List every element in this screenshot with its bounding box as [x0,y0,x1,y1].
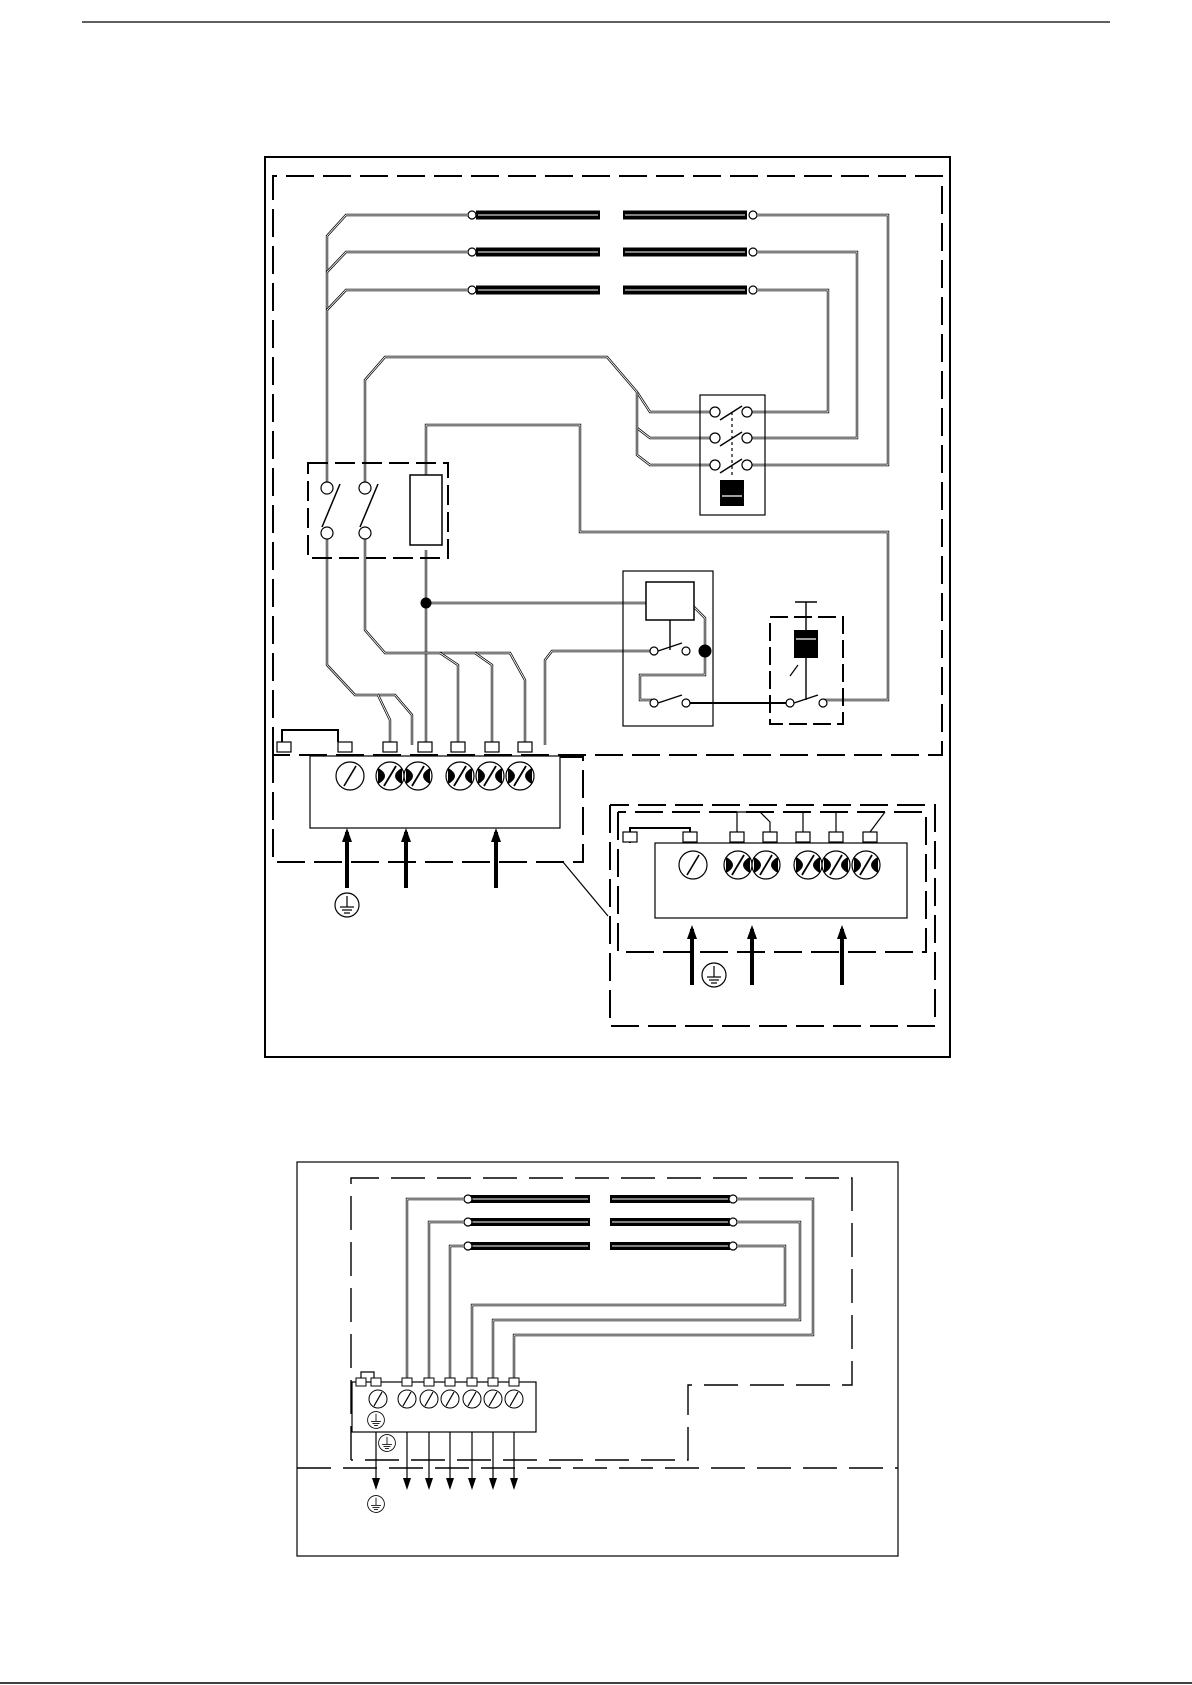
ground-symbol [368,1496,385,1513]
ground-symbol [379,1435,396,1452]
thermostat-bulb [794,630,818,658]
ground-symbol [702,963,726,987]
upper-outer-frame [265,157,950,1057]
ground-symbol [368,1412,385,1429]
selector-knob [720,480,744,506]
detail-leader [563,862,608,916]
terminal-block-lower [352,1378,536,1512]
heating-elements [468,211,757,295]
lower-wiring-diagram [297,1162,898,1556]
lower-wires [361,1199,813,1380]
terminal-block-detail [610,805,935,1026]
thermostat [770,602,843,724]
terminal-block [273,742,583,917]
upper-wiring-diagram [265,157,950,1057]
lower-outer-frame [297,1162,898,1556]
heating-elements-lower [464,1195,737,1250]
ground-symbol [335,893,359,917]
indicator-lamp [410,475,442,545]
relay-coil [646,582,694,620]
